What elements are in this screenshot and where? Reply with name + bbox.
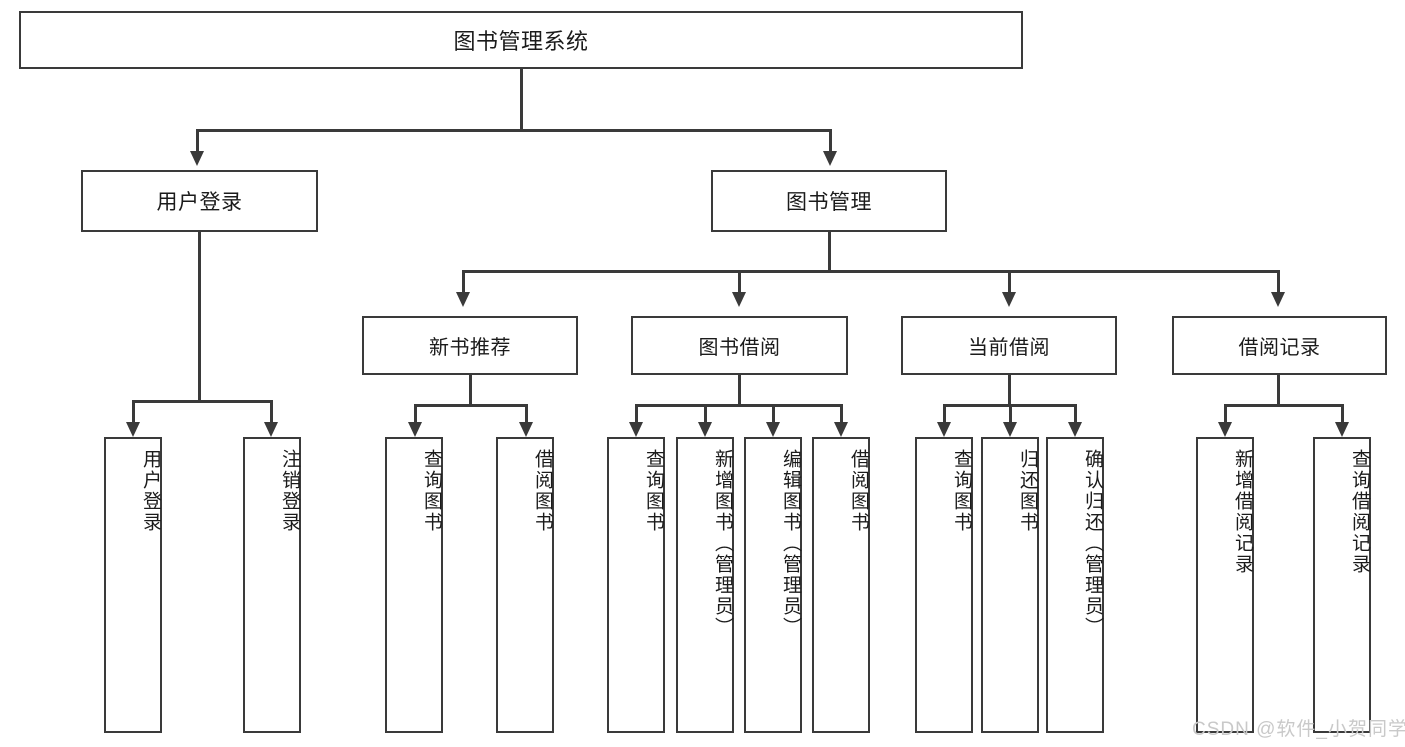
leaf-borrow-record-add-record[interactable]: 新增借阅记录 [1196,437,1254,733]
arrow-new-book-leaf-1-icon [408,422,422,437]
leaf-book-borrow-add-book-admin[interactable]: 新增图书（管理员） [676,437,734,733]
node-label: 图书借阅 [698,337,781,359]
leaf-current-borrow-confirm-return-admin[interactable]: 确认归还（管理员） [1046,437,1104,733]
arrow-book-manage-current-icon [1002,292,1016,307]
connector-book-borrow-to-leaf-4 [840,404,843,422]
connector-root-to-user-login [196,129,199,151]
leaf-current-borrow-query-book[interactable]: 查询图书 [915,437,973,733]
leaf-borrow-record-query-record[interactable]: 查询借阅记录 [1313,437,1371,733]
connector-book-borrow-to-leaf-3 [772,404,775,422]
node-label: 借阅记录 [1238,337,1321,359]
leaf-book-borrow-borrow-book[interactable]: 借阅图书 [812,437,870,733]
leaf-new-book-query-book[interactable]: 查询图书 [385,437,443,733]
connector-user-login-to-leaf-1 [132,400,135,422]
leaf-current-borrow-return-book[interactable]: 归还图书 [981,437,1039,733]
arrow-root-to-book-manage-icon [823,151,837,166]
node-book-management[interactable]: 图书管理 [711,170,947,232]
arrow-book-borrow-leaf-4-icon [834,422,848,437]
arrow-current-borrow-leaf-2-icon [1003,422,1017,437]
node-label: 当前借阅 [968,337,1050,359]
arrow-root-to-user-login-icon [190,151,204,166]
leaf-label: 查询借阅记录 [1349,449,1370,575]
connector-borrow-record-to-leaf-1 [1224,404,1227,422]
connector-user-login-bar [132,400,271,403]
arrow-new-book-leaf-2-icon [519,422,533,437]
connector-book-manage-to-record [1277,270,1280,292]
connector-borrow-record-bar [1224,404,1343,407]
node-label: 新书推荐 [429,337,511,359]
connector-root-to-book-manage [829,129,832,151]
leaf-label: 确认归还（管理员） [1082,449,1103,638]
connector-book-manage-stem [828,232,831,272]
connector-current-borrow-to-leaf-2 [1009,404,1012,422]
connector-new-book-bar [414,404,527,407]
node-borrow-record[interactable]: 借阅记录 [1172,316,1387,375]
connector-user-login-stem [198,232,201,402]
leaf-user-login-login[interactable]: 用户登录 [104,437,162,733]
arrow-borrow-record-leaf-1-icon [1218,422,1232,437]
connector-root-stem [520,69,523,131]
leaf-label: 借阅图书 [532,449,553,533]
node-label: 图书管理系统 [453,29,589,54]
leaf-label: 归还图书 [1017,449,1038,533]
arrow-current-borrow-leaf-3-icon [1068,422,1082,437]
connector-current-borrow-to-leaf-3 [1074,404,1077,422]
connector-borrow-record-to-leaf-2 [1341,404,1344,422]
node-user-login[interactable]: 用户登录 [81,170,318,232]
connector-new-book-to-leaf-2 [525,404,528,422]
connector-book-manage-to-new-book [462,270,465,292]
leaf-label: 查询图书 [951,449,972,533]
node-new-book-recommend[interactable]: 新书推荐 [362,316,578,375]
leaf-label: 借阅图书 [848,449,869,533]
leaf-label: 查询图书 [421,449,442,533]
leaf-label: 查询图书 [643,449,664,533]
leaf-label: 注销登录 [279,449,300,533]
csdn-watermark: CSDN @软件_小贺同学 [1192,719,1405,740]
connector-book-borrow-stem [738,375,741,406]
connector-new-book-to-leaf-1 [414,404,417,422]
connector-user-login-to-leaf-2 [270,400,273,422]
connector-book-manage-bar [462,270,1279,273]
arrow-book-borrow-leaf-3-icon [766,422,780,437]
arrow-book-borrow-leaf-2-icon [698,422,712,437]
leaf-label: 新增借阅记录 [1232,449,1253,575]
arrow-book-borrow-leaf-1-icon [629,422,643,437]
leaf-book-borrow-query-book[interactable]: 查询图书 [607,437,665,733]
connector-new-book-stem [469,375,472,406]
leaf-new-book-borrow-book[interactable]: 借阅图书 [496,437,554,733]
leaf-label: 编辑图书（管理员） [780,449,801,638]
arrow-book-manage-new-book-icon [456,292,470,307]
connector-current-borrow-to-leaf-1 [943,404,946,422]
arrow-borrow-record-leaf-2-icon [1335,422,1349,437]
arrow-book-manage-record-icon [1271,292,1285,307]
arrow-user-login-leaf-2-icon [264,422,278,437]
node-book-borrow[interactable]: 图书借阅 [631,316,848,375]
connector-root-bar [196,129,831,132]
connector-book-manage-to-current [1008,270,1011,292]
connector-book-borrow-bar [635,404,842,407]
arrow-book-manage-borrow-icon [732,292,746,307]
leaf-label: 用户登录 [140,449,161,533]
arrow-current-borrow-leaf-1-icon [937,422,951,437]
node-root-library-system[interactable]: 图书管理系统 [19,11,1023,69]
connector-borrow-record-stem [1277,375,1280,406]
leaf-label: 新增图书（管理员） [712,449,733,638]
connector-book-borrow-to-leaf-1 [635,404,638,422]
leaf-user-login-logout[interactable]: 注销登录 [243,437,301,733]
node-current-borrow[interactable]: 当前借阅 [901,316,1117,375]
arrow-user-login-leaf-1-icon [126,422,140,437]
connector-book-borrow-to-leaf-2 [704,404,707,422]
leaf-book-borrow-edit-book-admin[interactable]: 编辑图书（管理员） [744,437,802,733]
connector-book-manage-to-borrow [738,270,741,292]
connector-current-borrow-stem [1008,375,1011,406]
node-label: 图书管理 [786,191,872,214]
node-label: 用户登录 [156,191,243,214]
